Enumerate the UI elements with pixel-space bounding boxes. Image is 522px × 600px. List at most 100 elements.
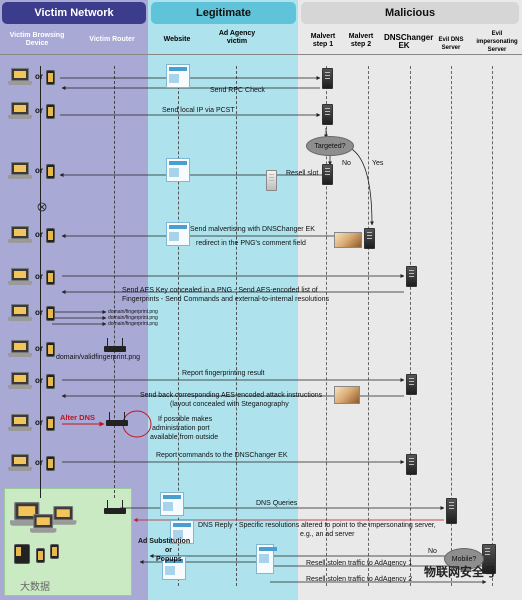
or-label: or xyxy=(35,72,43,81)
server-icon xyxy=(322,104,333,125)
col-website: Website xyxy=(163,36,191,43)
msg-aes-key-2: Fingerprints - Send Commands and externa… xyxy=(122,296,329,303)
arrow-yes xyxy=(349,147,374,226)
malicious-title: Malicious xyxy=(301,2,519,24)
png-image-icon xyxy=(334,386,360,404)
lifeline-victim-router xyxy=(114,66,115,498)
lifeline-malvert1 xyxy=(326,66,327,586)
server-icon xyxy=(406,454,417,475)
laptop-icon xyxy=(50,506,77,527)
ad-substitution-2: or xyxy=(165,547,172,554)
ad-substitution-3: Popups xyxy=(156,556,182,563)
server-icon xyxy=(322,68,333,89)
col-malvert2: Malvert step 2 xyxy=(348,33,374,48)
fingerprint-1: domain/fingerprint.png xyxy=(108,309,158,315)
admin-note-1: If possible makes xyxy=(158,416,213,423)
msg-resell-1: Resell stolen traffic to AdAgency 1 xyxy=(306,560,413,567)
popup-icon xyxy=(256,544,277,574)
alter-dns-label: Alter DNS xyxy=(60,413,96,422)
laptop-icon xyxy=(8,68,32,87)
or-label: or xyxy=(35,272,43,281)
phone-icon xyxy=(50,544,59,559)
laptop-icon xyxy=(8,226,32,245)
msg-local-ip: Send local IP via PCST xyxy=(162,107,235,114)
server-icon xyxy=(446,498,457,524)
phone-icon xyxy=(46,104,55,119)
lifeline-victim-device xyxy=(40,66,41,498)
phone-icon xyxy=(46,306,55,321)
webpage-icon xyxy=(166,64,190,88)
phone-icon xyxy=(46,228,55,243)
webpage-icon xyxy=(162,556,186,580)
admin-note-2: administration port xyxy=(152,425,210,432)
lifeline-dnschanger xyxy=(410,66,411,586)
server-icon xyxy=(364,228,375,249)
laptop-icon xyxy=(8,268,32,287)
phone-icon xyxy=(46,164,55,179)
victim-network-title: Victim Network xyxy=(2,2,146,24)
admin-note-3: available from outside xyxy=(150,434,219,441)
laptop-icon xyxy=(8,340,32,359)
tablet-icon xyxy=(14,544,30,564)
or-label: or xyxy=(35,230,43,239)
col-dnschanger: DNSChanger EK xyxy=(384,33,434,50)
laptop-icon xyxy=(8,162,32,181)
msg-aes-key-1: Send AES Key concealed in a PNG - Send A… xyxy=(122,287,318,294)
blocked-icon xyxy=(37,202,47,212)
msg-rpc-check: Send RPC Check xyxy=(210,87,265,94)
col-evil-dns: Evil DNS Server xyxy=(438,37,464,51)
webpage-icon xyxy=(166,222,190,246)
msg-malvertising-1: Send malvertising with DNSChanger EK xyxy=(190,226,315,233)
watermark-left: 大数据 xyxy=(20,582,50,593)
fingerprint-2: domain/fingerprint.png xyxy=(108,315,158,321)
server-icon xyxy=(266,170,277,191)
server-icon xyxy=(406,374,417,395)
lifeline-website xyxy=(178,66,179,586)
msg-malvertising-2: redirect in the PNG's comment field xyxy=(196,240,306,247)
watermark-right: 物联网安全号 xyxy=(424,565,497,579)
fingerprint-3: domain/fingerprint.png xyxy=(108,321,158,327)
msg-dns-reply-2: e.g., an ad server xyxy=(300,531,355,538)
or-label: or xyxy=(35,344,43,353)
router-icon xyxy=(104,338,126,352)
valid-fingerprint: domain/validfingerprint.png xyxy=(56,354,141,361)
label-no: No xyxy=(342,160,351,167)
phone-icon xyxy=(46,342,55,357)
col-victim-browsing: Victim Browsing Device xyxy=(9,32,65,47)
lifeline-ad-agency xyxy=(236,66,237,586)
msg-attack-instr-1: Send back corresponding AES-encoded atta… xyxy=(140,392,323,399)
legitimate-title: Legitimate xyxy=(151,2,296,24)
mobile-decision: Mobile? xyxy=(444,548,484,570)
phone-icon xyxy=(46,270,55,285)
or-label: or xyxy=(35,308,43,317)
laptop-icon xyxy=(30,514,57,535)
server-icon xyxy=(322,164,333,185)
laptop-icon xyxy=(8,304,32,323)
phone-icon xyxy=(46,416,55,431)
webpage-icon xyxy=(166,158,190,182)
msg-attack-instr-2: (layout concealed with Steganography xyxy=(170,401,289,408)
msg-resell-2: Resell stolen traffic to AdAgency 2 xyxy=(306,576,413,583)
lifeline-malvert2 xyxy=(368,66,369,586)
or-label: or xyxy=(35,458,43,467)
or-label: or xyxy=(35,418,43,427)
label-no-2: No xyxy=(428,548,437,555)
phone-icon xyxy=(46,70,55,85)
label-yes: Yes xyxy=(372,160,384,167)
laptop-icon xyxy=(8,454,32,473)
webpage-icon xyxy=(160,492,184,516)
laptop-icon xyxy=(10,502,44,529)
msg-resell-slot: Resell slot xyxy=(286,170,319,177)
webpage-icon xyxy=(170,520,194,544)
router-icon xyxy=(106,412,128,426)
router-icon xyxy=(104,500,126,514)
server-icon xyxy=(406,266,417,287)
or-label: or xyxy=(35,106,43,115)
png-image-icon xyxy=(334,232,362,248)
phone-icon xyxy=(36,548,45,563)
msg-dns-queries: DNS Queries xyxy=(256,500,298,507)
targeted-decision: Targeted? xyxy=(306,136,354,156)
col-evil-impersonating: Evil impersonating Server xyxy=(476,31,518,53)
laptop-icon xyxy=(8,414,32,433)
